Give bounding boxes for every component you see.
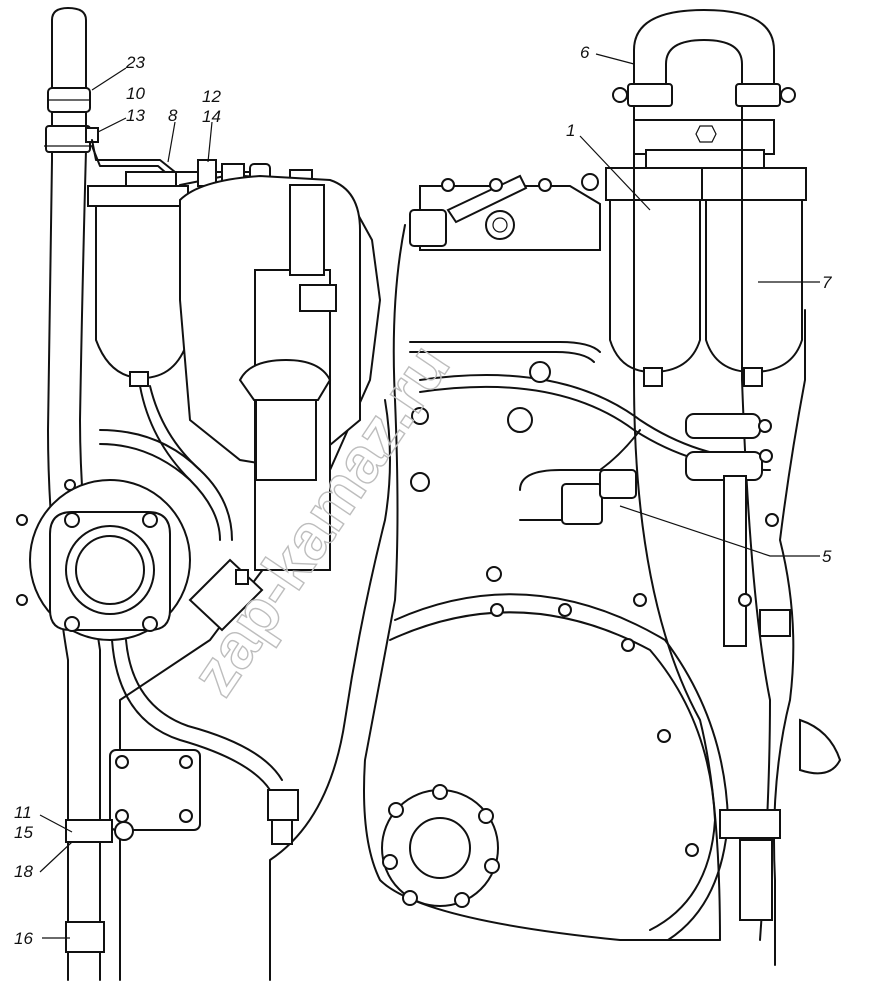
fuel-filter-7 bbox=[701, 167, 807, 387]
callout-6: 6 bbox=[580, 43, 590, 62]
lower-drain-pipe bbox=[111, 639, 299, 845]
fine-filter-bracket bbox=[633, 119, 775, 171]
callout-1: 1 bbox=[566, 121, 575, 140]
callout-16: 16 bbox=[14, 929, 33, 948]
pump-bracket bbox=[188, 558, 264, 632]
callout-10: 10 bbox=[126, 84, 145, 103]
cover-plate bbox=[109, 749, 201, 831]
flywheel bbox=[381, 593, 729, 941]
clamp-10-13 bbox=[44, 125, 99, 153]
callout-15: 15 bbox=[14, 823, 33, 842]
hose-clamps-right bbox=[685, 413, 773, 481]
clamp-23 bbox=[47, 87, 91, 113]
callout-5: 5 bbox=[822, 547, 832, 566]
hose-connection-5 bbox=[519, 429, 641, 525]
clamp-11-15 bbox=[65, 819, 134, 843]
fuel-lines-right bbox=[409, 341, 771, 471]
callout-8: 8 bbox=[168, 106, 178, 125]
callout-14: 14 bbox=[202, 107, 221, 126]
callout-12: 12 bbox=[202, 87, 221, 106]
callout-23: 23 bbox=[125, 53, 145, 72]
callout-13: 13 bbox=[126, 106, 145, 125]
u-tube-6 bbox=[612, 9, 796, 107]
fuel-pump-body bbox=[179, 174, 361, 571]
callout-18: 18 bbox=[14, 862, 33, 881]
fuel-filter-1 bbox=[605, 167, 703, 387]
cylinder-head-top bbox=[409, 174, 601, 251]
callout-labels: 23 10 13 8 12 14 6 1 7 5 11 15 18 16 bbox=[14, 43, 832, 948]
clamp-16 bbox=[65, 921, 105, 953]
callout-7: 7 bbox=[822, 273, 832, 292]
callout-11: 11 bbox=[14, 803, 32, 822]
water-pump-housing bbox=[16, 479, 191, 641]
leader-lines bbox=[39, 53, 820, 939]
fuel-filter-left bbox=[87, 171, 189, 387]
return-pipe-left bbox=[99, 385, 233, 541]
small-detail-bolts bbox=[410, 173, 779, 607]
